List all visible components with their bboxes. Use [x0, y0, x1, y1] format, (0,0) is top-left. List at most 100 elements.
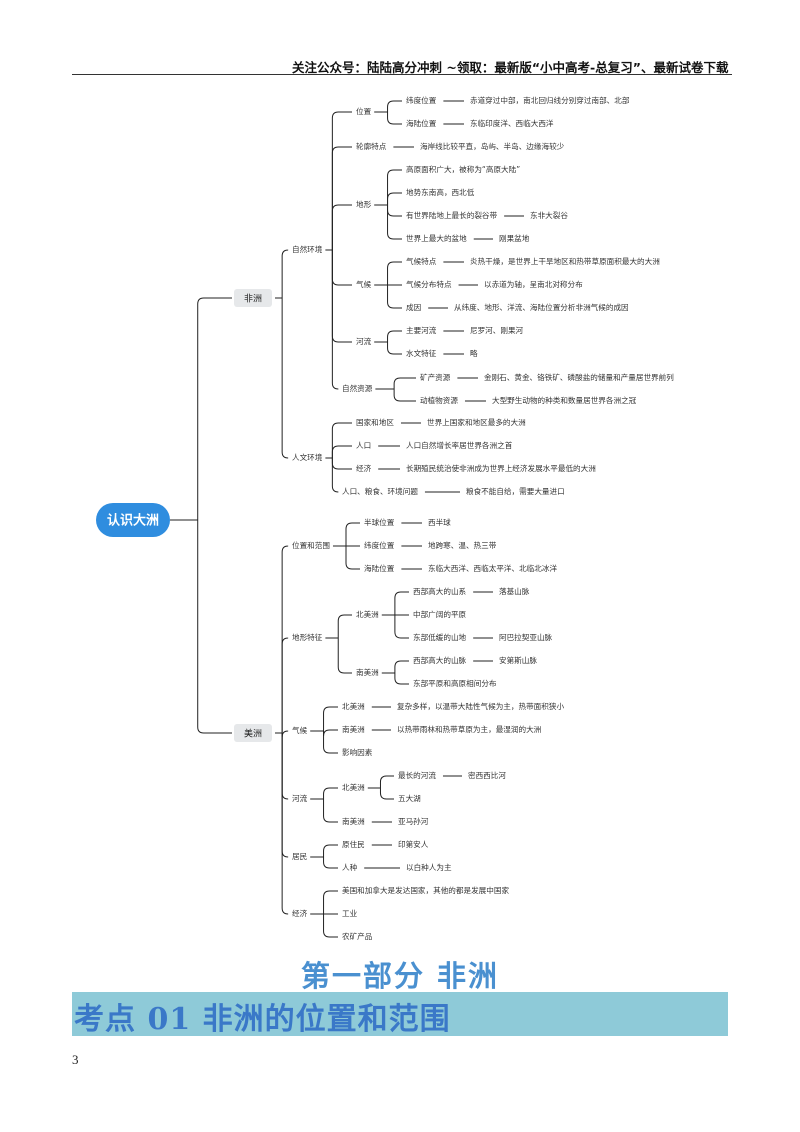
connector-line: [337, 638, 352, 674]
mindmap-node-label: 亚马孙河: [398, 816, 429, 826]
connector-line: [331, 422, 352, 458]
root-node-box: [96, 503, 170, 537]
connector-line: [337, 614, 352, 638]
connector-line: [323, 890, 338, 914]
connector-line: [345, 546, 360, 570]
mindmap-node-label: 金刚石、黄金、铬铁矿、磷酸盐的储量和产量居世界前列: [484, 372, 674, 382]
mindmap-node-label: 东部低缓的山地: [413, 632, 467, 642]
mindmap-node-label: 略: [470, 348, 478, 358]
mindmap-node-label: 中部广阔的平原: [413, 609, 467, 619]
mindmap-node-label: 海岸线比较平直，岛屿、半岛、边缘海较少: [420, 141, 565, 151]
connector-line: [197, 520, 232, 734]
connector-line: [331, 445, 352, 458]
mindmap-node-label: 最长的河流: [398, 770, 436, 780]
mindmap-node-label: 美国和加拿大是发达国家，其他的都是发展中国家: [342, 885, 509, 895]
connector-line: [331, 204, 352, 250]
mindmap-node-label: 粮食不能自给，需要大量进口: [466, 486, 565, 496]
mindmap-node-label: 地跨寒、温、热三带: [428, 540, 497, 550]
mindmap-node-label: 人口: [356, 441, 371, 450]
mindmap-node-label: 赤道穿过中部，南北回归线分别穿过南部、北部: [470, 95, 630, 105]
mindmap-node-label: 北美洲: [342, 701, 365, 711]
mindmap-node-label: 以热带雨林和热带草原为主，最湿润的大洲: [397, 724, 541, 734]
connector-line: [323, 729, 338, 737]
header-text: 关注公众号：陆陆高分冲刺 ~领取：最新版“小中高考-总复习”、最新试卷下载: [292, 60, 729, 75]
mindmap-node-label: 西半球: [428, 517, 451, 527]
mindmap-node-label: 经济: [292, 908, 308, 918]
mindmap-node-label: 人口、粮食、环境问题: [342, 486, 418, 496]
connector-line: [281, 298, 289, 459]
section-title: 考点 01 非洲的位置和范围: [74, 1002, 451, 1037]
connector-line: [345, 522, 360, 546]
connector-line: [331, 250, 352, 343]
mindmap-node-label: 原住民: [342, 839, 365, 849]
connector-line: [323, 731, 338, 754]
connector-line: [281, 733, 289, 915]
mindmap-node-label: 高原面积广大，被称为“高原大陆”: [406, 164, 520, 174]
mindmap-node-label: 世界上最大的盆地: [406, 233, 467, 243]
mindmap-node-label: 东临印度洋、西临大西洋: [470, 118, 554, 128]
africa-node-box: [234, 289, 272, 307]
connector-line: [331, 458, 352, 470]
connector-line: [387, 169, 402, 205]
connector-line: [394, 615, 409, 639]
header-rule: [72, 74, 732, 75]
mindmap-node-label: 工业: [342, 908, 358, 918]
mindmap-node-label: 半球位置: [364, 517, 395, 527]
mindmap-node-label: 河流: [292, 793, 308, 803]
connector-line: [323, 857, 338, 869]
connector-line: [387, 261, 402, 285]
mindmap-node-label: 自然资源: [342, 383, 373, 393]
america-node-box: [234, 724, 272, 742]
mindmap-node-label: 人种: [342, 862, 358, 872]
connector-line: [379, 775, 394, 788]
mindmap-node-label: 主要河流: [406, 325, 437, 335]
mindmap-node-label: 西部高大的山系: [413, 586, 467, 596]
mindmap-node-label: 纬度位置: [364, 540, 395, 550]
mindmap-node-label: 农矿产品: [342, 931, 373, 941]
mindmap-node-label: 安第斯山脉: [499, 655, 537, 665]
connector-line: [281, 249, 289, 298]
mindmap-node-label: 气候分布特点: [406, 279, 452, 289]
mindmap-node-label: 人文环境: [292, 452, 323, 462]
connector-line: [387, 192, 402, 205]
mindmap-node-label: 气候: [292, 725, 308, 735]
mindmap-node-label: 大型野生动物的种类和数量居世界各洲之冠: [492, 395, 637, 405]
mindmap-node-label: 北美洲: [356, 609, 379, 619]
connector-line: [394, 660, 409, 673]
connector-line: [331, 458, 339, 493]
mindmap-node-label: 东临大西洋、西临太平洋、北临北冰洋: [428, 563, 557, 573]
connector-line: [281, 730, 289, 738]
mindmap-node-label: 印第安人: [398, 839, 429, 849]
connector-line: [387, 342, 402, 355]
mindmap-node-label: 南美洲: [342, 724, 365, 734]
connector-line: [197, 297, 232, 520]
mindmap-node-label: 位置和范围: [292, 540, 330, 550]
mindmap-node-label: 海陆位置: [406, 118, 437, 128]
connector-line: [323, 914, 338, 938]
mindmap-node-label: 刚果盆地: [499, 233, 530, 243]
mindmap-node-label: 居民: [292, 852, 307, 861]
mindmap-node-label: 南美洲: [356, 667, 379, 677]
connector-line: [331, 250, 339, 390]
connector-line: [281, 733, 289, 858]
mindmap-node-label: 成因: [406, 302, 421, 312]
mindmap-node-label: 北美洲: [342, 782, 365, 792]
mindmap-node-label: 动植物资源: [420, 395, 458, 405]
mindmap-node-label: 阿巴拉契亚山脉: [499, 632, 553, 642]
mindmap-node-label: 河流: [356, 336, 372, 346]
connector-line: [323, 799, 338, 823]
mindmap-node-label: 影响因素: [342, 747, 373, 757]
connector-line: [393, 389, 416, 402]
mindmap-node-label: 东非大裂谷: [530, 210, 568, 220]
connector-line: [323, 844, 338, 857]
mindmap-node-label: 气候: [356, 279, 372, 289]
mindmap-node-label: 从纬度、地形、洋流、海陆位置分析非洲气候的成因: [454, 302, 629, 312]
connector-line: [281, 733, 289, 800]
mindmap-node-label: 密西西比河: [468, 770, 506, 780]
mindmap-node-label: 纬度位置: [406, 95, 437, 105]
part-title: 第一部分 非洲: [300, 959, 500, 993]
connector-line: [331, 146, 352, 250]
mindmap-node-label: 长期殖民统治使非洲成为世界上经济发展水平最低的大洲: [406, 463, 596, 473]
mindmap-node-label: 地形: [356, 199, 372, 209]
mindmap-node-label: 轮廓特点: [356, 141, 387, 151]
